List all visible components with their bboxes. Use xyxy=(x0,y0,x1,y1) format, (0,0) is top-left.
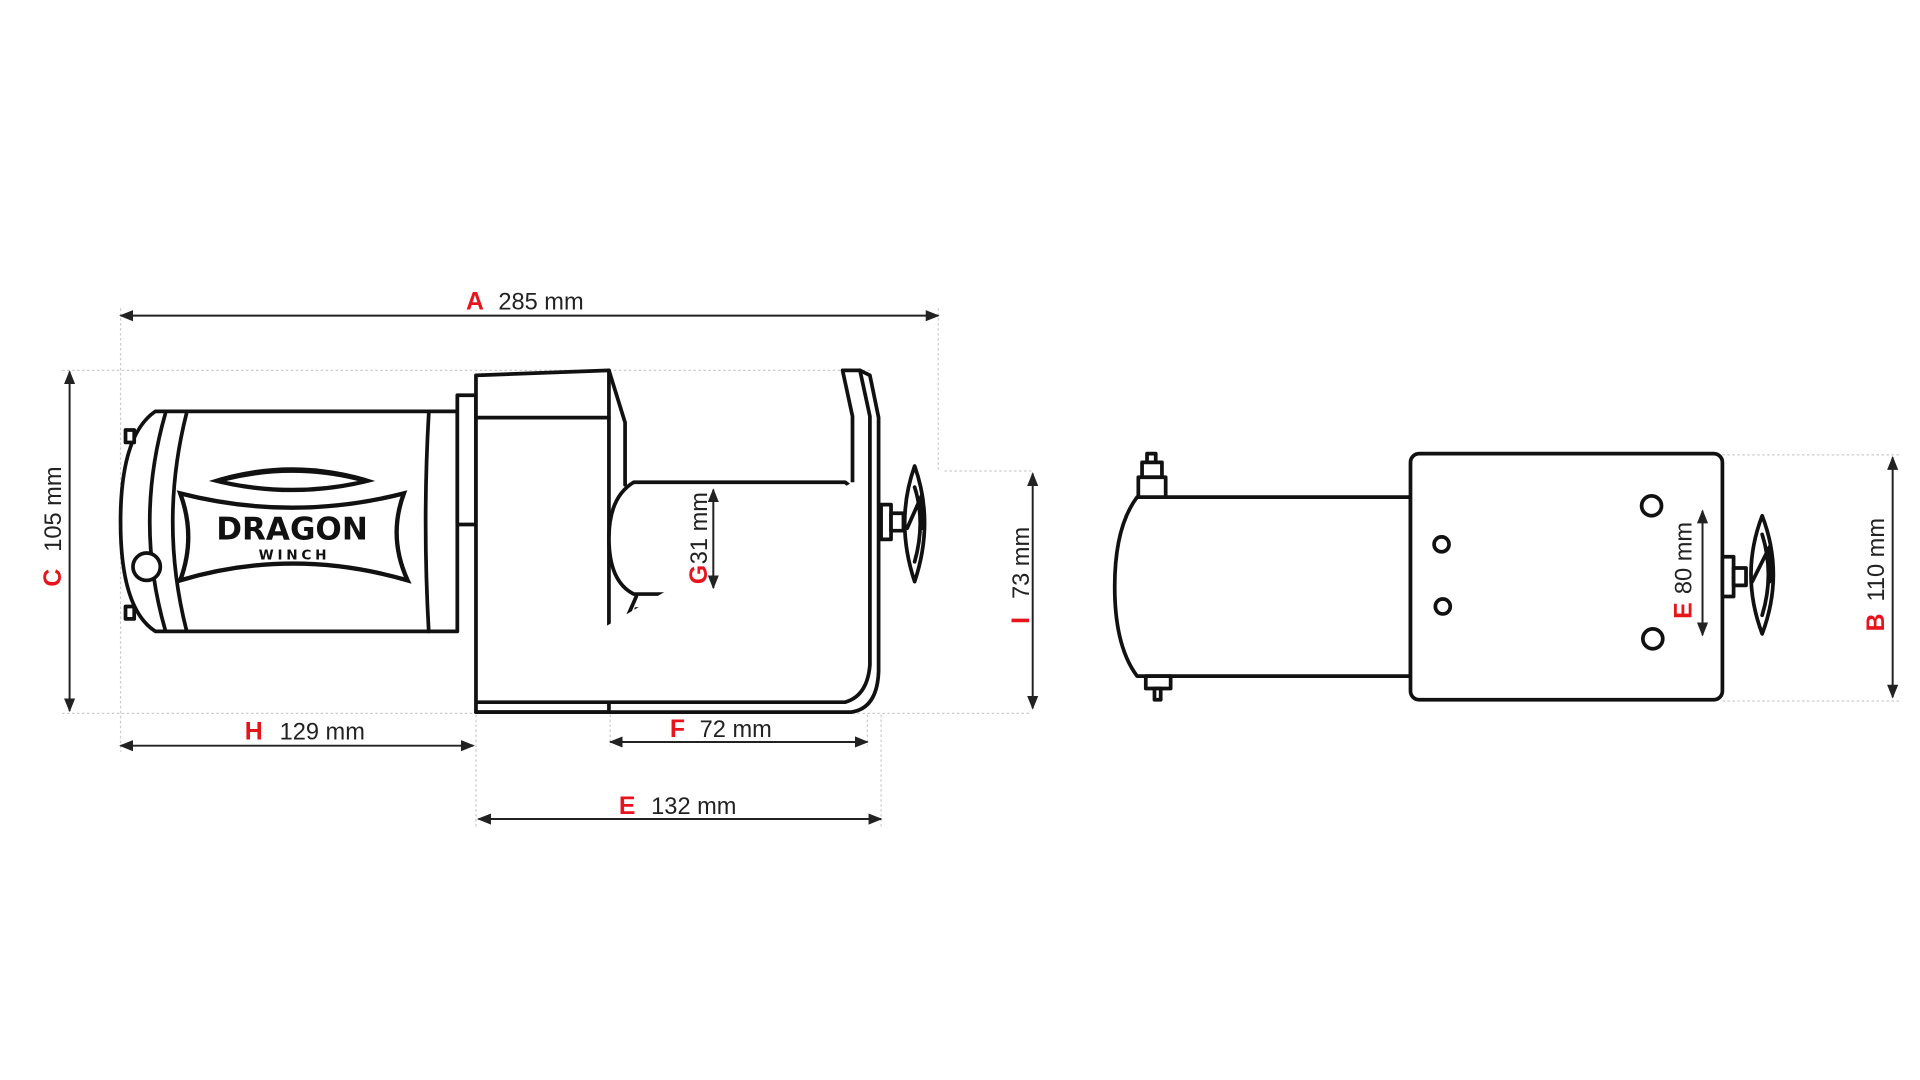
dimension-h: H 129 mm xyxy=(119,718,475,752)
svg-text:72 mm: 72 mm xyxy=(700,717,772,743)
svg-text:110 mm: 110 mm xyxy=(1864,518,1890,602)
svg-text:H: H xyxy=(245,718,263,745)
svg-text:A: A xyxy=(466,288,484,315)
dimension-i: I 73 mm xyxy=(1008,472,1039,710)
dragon-winch-logo: DRAGON WINCH xyxy=(176,467,412,584)
winch-side-view: DRAGON WINCH xyxy=(118,368,927,714)
terminal-bottom xyxy=(1143,674,1173,702)
svg-text:73 mm: 73 mm xyxy=(1009,527,1035,599)
svg-text:I: I xyxy=(1008,617,1035,624)
dimension-c: C 105 mm xyxy=(40,370,76,713)
motor-bolt xyxy=(131,551,163,583)
mount-hole xyxy=(1639,494,1664,518)
dimension-g: G 31 mm xyxy=(686,488,719,590)
dimension-a: A 285 mm xyxy=(119,288,940,322)
mount-hole xyxy=(1641,626,1665,651)
svg-text:80 mm: 80 mm xyxy=(1671,522,1697,594)
dimension-f: F 72 mm xyxy=(608,716,869,748)
winch-top-view xyxy=(1112,451,1776,702)
svg-text:105 mm: 105 mm xyxy=(41,467,67,552)
motor-top xyxy=(1112,495,1413,678)
svg-text:G: G xyxy=(686,565,713,584)
svg-text:129 mm: 129 mm xyxy=(280,719,365,745)
svg-text:F: F xyxy=(670,716,685,743)
svg-text:C: C xyxy=(40,569,67,587)
dimension-e-top: E 80 mm xyxy=(1670,509,1709,637)
svg-text:DRAGON: DRAGON xyxy=(216,511,368,547)
svg-text:E: E xyxy=(1670,602,1697,619)
svg-text:WINCH: WINCH xyxy=(259,547,331,563)
clutch-handle xyxy=(879,464,927,584)
clutch-handle-top xyxy=(1720,513,1776,636)
svg-text:31 mm: 31 mm xyxy=(687,492,713,564)
dimension-b: B 110 mm xyxy=(1863,455,1899,699)
terminal-top xyxy=(1136,451,1168,499)
mount-hole xyxy=(1433,597,1453,616)
svg-text:285 mm: 285 mm xyxy=(498,289,583,315)
base-plate xyxy=(475,368,872,705)
svg-text:E: E xyxy=(619,793,636,820)
svg-text:132 mm: 132 mm xyxy=(651,794,736,820)
mount-hole xyxy=(1432,535,1451,554)
dimension-e-side: E 132 mm xyxy=(477,793,883,825)
svg-text:B: B xyxy=(1863,613,1890,631)
